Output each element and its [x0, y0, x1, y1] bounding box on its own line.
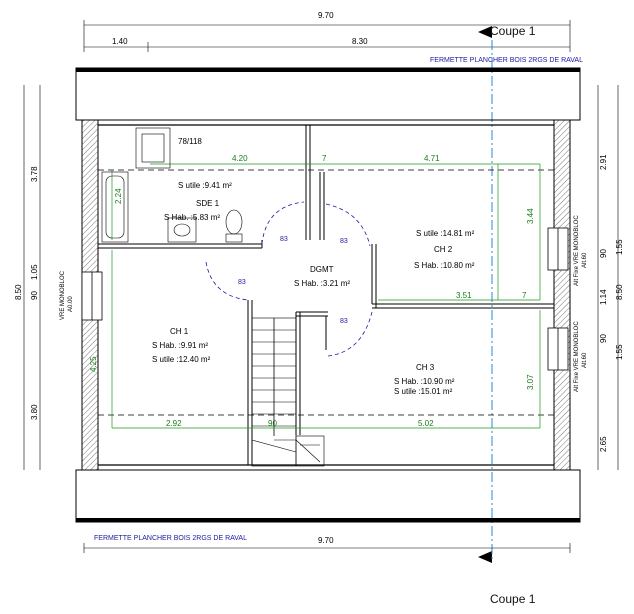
window-code: 78/118 [178, 137, 202, 146]
velux-left-label-b: A0.00 [68, 296, 74, 312]
dim-420: 4.20 [232, 154, 248, 163]
dim-224: 2.24 [114, 188, 123, 204]
dim-7b: 7 [522, 291, 527, 300]
right-dimensions [597, 85, 619, 470]
velux-left-label-a: VRE MONOBLOC [60, 270, 66, 320]
shower-icon [135, 127, 171, 169]
door-83-c: 83 [238, 279, 246, 286]
ch2-name: CH 2 [434, 245, 453, 254]
dim-top-left: 1.40 [112, 37, 128, 46]
dim-502: 5.02 [418, 419, 434, 428]
ch3-hab: S Hab. :10.90 m² [394, 377, 455, 386]
dim-right-f: 1.55 [615, 344, 624, 360]
sde-hab: S Hab. :5.83 m² [164, 213, 220, 222]
section-marker-bottom [478, 551, 492, 563]
ch1-hab: S Hab. :9.91 m² [152, 341, 208, 350]
sde-name: SDE 1 [196, 199, 220, 208]
dim-right-e: 90 [599, 334, 608, 343]
staircase [251, 317, 325, 467]
section-label-top: Coupe 1 [490, 24, 536, 38]
dim-471: 4.71 [424, 154, 440, 163]
ch1-utile: S utile :12.40 m² [152, 355, 211, 364]
velux-right2-label-a: Alt Fixe VRE MONOBLOC [574, 321, 580, 392]
door-swings [205, 201, 373, 357]
ch3-name: CH 3 [416, 363, 435, 372]
note-fermette-top: FERMETTE PLANCHER BOIS 2RGS DE RAVAL [430, 57, 583, 64]
dim-right-b: 90 [599, 249, 608, 258]
section-label-bottom: Coupe 1 [490, 592, 536, 606]
velux-right1-label-a: Alt Fixe VRE MONOBLOC [574, 215, 580, 286]
dim-right-a: 1.55 [615, 239, 624, 255]
bottom-dimension [83, 543, 571, 553]
interior-walls [98, 125, 554, 465]
dim-right-c: 8.50 [615, 284, 624, 300]
dim-top-total: 9.70 [318, 11, 334, 20]
sink-icon [167, 217, 197, 243]
dim-top-right: 8.30 [352, 37, 368, 46]
eave-bottom [75, 469, 581, 523]
dim-left-top: 3.78 [30, 166, 39, 182]
dim-bottom-total: 9.70 [318, 536, 334, 545]
dim-7a: 7 [322, 154, 327, 163]
dim-425: 4.25 [89, 356, 98, 372]
dim-90: 90 [268, 419, 277, 428]
bathtub-icon [101, 171, 129, 243]
toilet-icon [225, 209, 243, 235]
dim-right-bottom: 2.65 [599, 436, 608, 452]
ch2-hab: S Hab. :10.80 m² [414, 261, 475, 270]
dim-292: 2.92 [166, 419, 182, 428]
dim-left-bottom: 3.80 [30, 404, 39, 420]
dim-351: 3.51 [456, 291, 472, 300]
velux-right1-label-b: Alt.60 [582, 252, 588, 268]
note-fermette-bottom: FERMETTE PLANCHER BOIS 2RGS DE RAVAL [94, 535, 247, 542]
dim-307: 3.07 [526, 374, 535, 390]
dim-right-top: 2.91 [599, 154, 608, 170]
interior-dimension-lines [111, 163, 541, 429]
dim-left-a: 90 [30, 291, 39, 300]
bathroom-fixtures [101, 127, 243, 243]
dim-right-d: 1.14 [599, 289, 608, 305]
dim-344: 3.44 [526, 208, 535, 224]
dgmt-name: DGMT [310, 265, 334, 274]
velux-right2-label-b: Alt.60 [582, 352, 588, 368]
section-marker-top [478, 26, 492, 38]
dim-left-total: 8.50 [14, 284, 23, 300]
roof-windows [81, 227, 569, 371]
ch3-utile: S utile :15.01 m² [394, 387, 453, 396]
dgmt-hab: S Hab. :3.21 m² [294, 279, 350, 288]
door-83-a: 83 [280, 236, 288, 243]
left-dimensions [23, 85, 41, 470]
dim-left-b: 1.05 [30, 264, 39, 280]
door-83-d: 83 [340, 318, 348, 325]
door-83-b: 83 [340, 238, 348, 245]
room-labels: S utile :9.41 m² SDE 1 S Hab. :5.83 m² D… [152, 181, 475, 396]
top-dimensions [83, 20, 571, 52]
sde-utile: S utile :9.41 m² [178, 181, 232, 190]
ch2-utile: S utile :14.81 m² [416, 229, 475, 238]
eave-top [75, 67, 581, 121]
exterior-walls [81, 119, 571, 471]
low-height-limits [98, 169, 554, 416]
ch1-name: CH 1 [170, 327, 189, 336]
